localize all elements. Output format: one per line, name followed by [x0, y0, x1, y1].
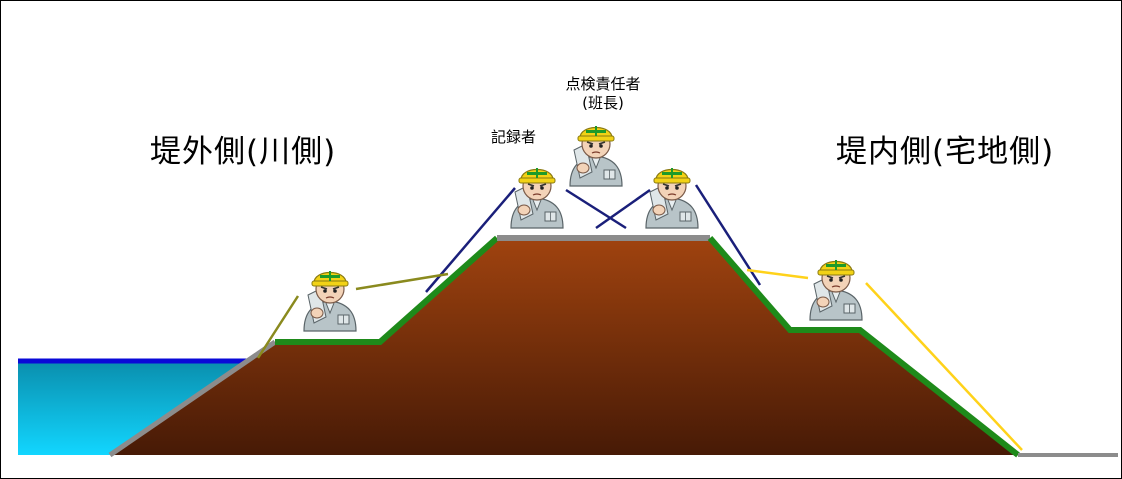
riverside-sight-line-high: [355, 272, 449, 291]
recorder-label: 記録者: [491, 128, 537, 146]
riverside-sight-line-low: [256, 295, 300, 359]
inspector-subtitle: (班長): [582, 94, 624, 112]
worker-icon: [303, 270, 357, 332]
crest-inspector-sight-line: [694, 184, 762, 286]
worker-icon: [645, 167, 699, 229]
inner-side-label: 堤内側(宅地側): [836, 134, 1055, 170]
landside-grass-slope: [707, 236, 1020, 458]
leader-sight-line-right: [595, 188, 651, 230]
worker-icon: [569, 125, 623, 187]
worker-icon: [510, 167, 564, 229]
inspector-title: 点検責任者: [565, 75, 641, 93]
outer-side-label: 堤外側(川側): [150, 134, 337, 170]
riverside-revetment: [108, 339, 277, 458]
sight-lines: [256, 184, 1023, 451]
worker-icon: [809, 259, 863, 321]
inspector-label: 点検責任者 (班長): [560, 75, 646, 113]
riverside-grass-slope: [275, 235, 499, 345]
leader-sight-line-left: [565, 188, 627, 230]
levee-body: [110, 238, 1018, 455]
landside-sight-line-low: [865, 282, 1023, 451]
landside-sight-line-high: [746, 268, 809, 280]
